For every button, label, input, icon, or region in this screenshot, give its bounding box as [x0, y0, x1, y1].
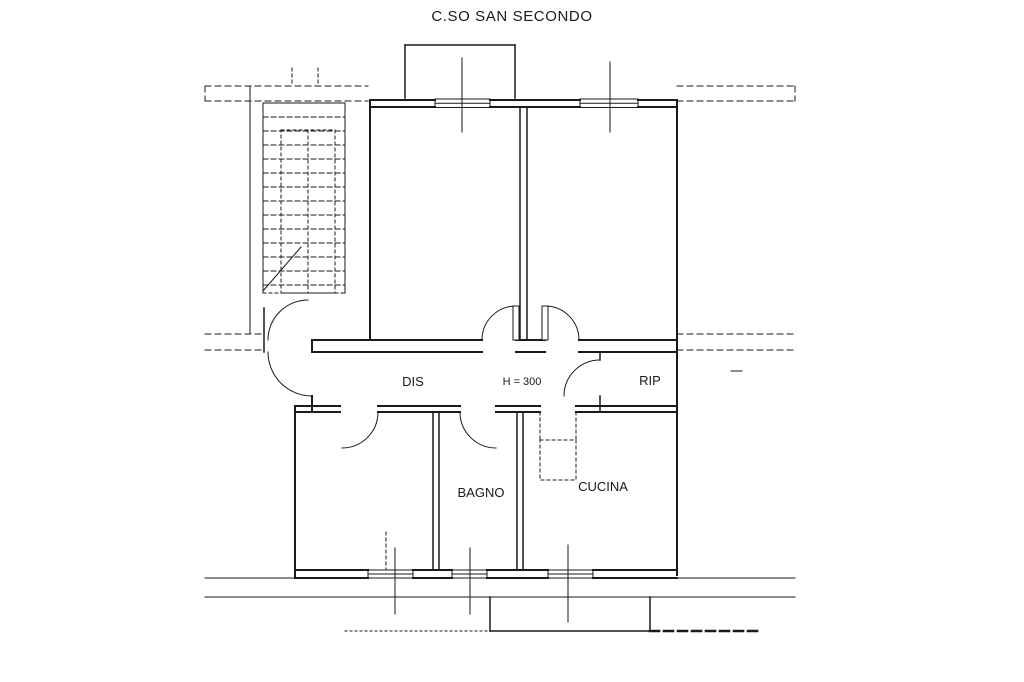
stairwell	[262, 67, 346, 294]
door-swing-arc-entrance	[267, 351, 313, 397]
room-label-dis: DIS	[402, 374, 424, 389]
room-label-cucina: CUCINA	[578, 479, 628, 494]
door-leaf-top-right-room	[541, 305, 549, 341]
door-swing-arc-top-right-room	[544, 305, 580, 341]
room-label-rip: RIP	[639, 373, 661, 388]
door-swing-arc-top-left-room	[481, 305, 517, 341]
corridor-walls	[294, 339, 678, 413]
door-leaf-top-left-room	[512, 305, 520, 341]
axis-marks	[385, 57, 611, 623]
door-swing-arc-rip	[563, 359, 601, 397]
balconies	[204, 44, 796, 633]
cucina-dashed-fixture	[539, 439, 577, 481]
door-swing-arc-bagno	[459, 411, 497, 449]
door-swing-arc-landing	[267, 299, 309, 341]
property-boundary-lines	[204, 85, 796, 372]
room-label-bagno: BAGNO	[458, 485, 505, 500]
walls	[294, 99, 678, 579]
room-labels: DIS H = 300 RIP BAGNO CUCINA	[402, 373, 661, 500]
street-title: C.SO SAN SECONDO	[431, 8, 592, 25]
door-swing-arc-bottom-left-room	[341, 411, 379, 449]
height-note: H = 300	[503, 376, 542, 388]
windows	[367, 98, 639, 579]
door-swings	[263, 299, 601, 481]
